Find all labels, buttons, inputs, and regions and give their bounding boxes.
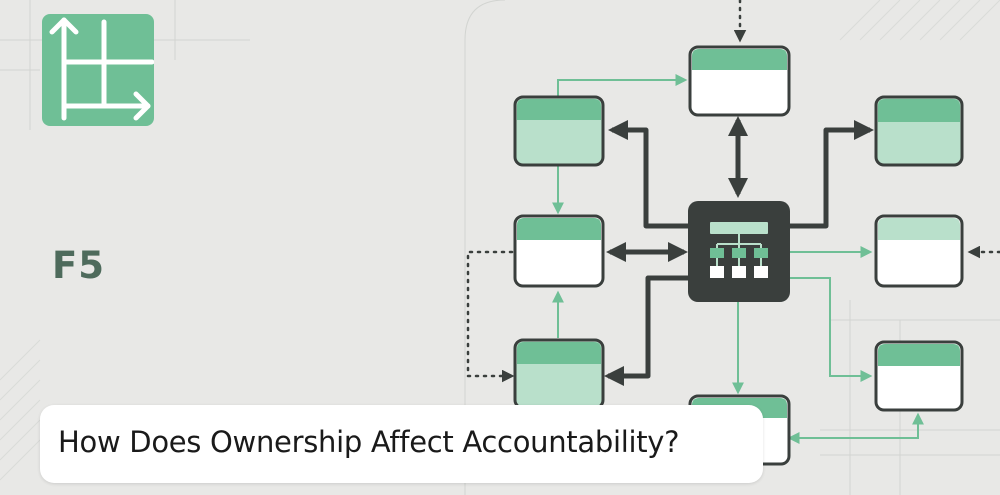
node-left-bottom [513,338,605,410]
caption-title: How Does Ownership Affect Accountability… [58,425,680,459]
hub-node [688,201,790,302]
node-left-top [513,95,605,167]
node-right-middle [874,214,964,288]
node-left-middle [513,214,605,288]
org-hierarchy-icon [710,222,768,278]
node-top [688,45,791,117]
logo-icon [42,14,154,126]
caption-card: How Does Ownership Affect Accountability… [40,405,763,483]
brand-name: F5 [52,244,106,287]
node-right-bottom [874,340,964,412]
node-right-top [874,95,964,167]
